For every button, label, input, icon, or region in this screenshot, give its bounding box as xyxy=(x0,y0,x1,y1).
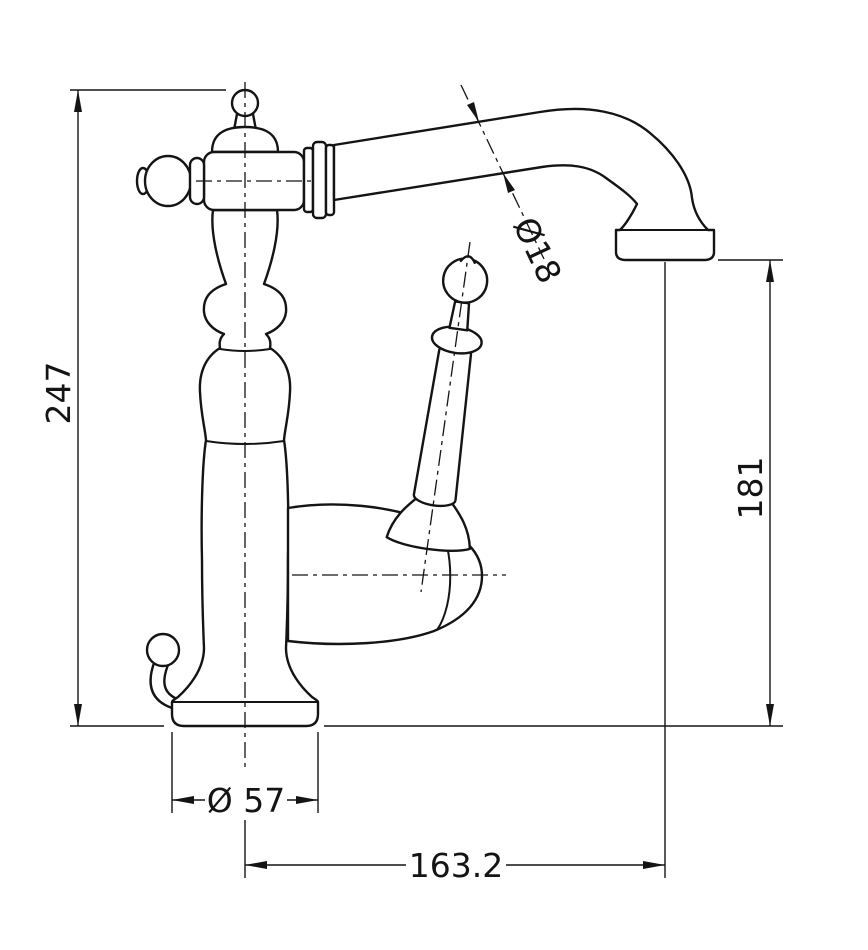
label-outlet-height: 181 xyxy=(731,457,770,520)
handle-axis-centerline xyxy=(420,241,471,593)
left-handle-ball xyxy=(143,154,193,208)
spout-and-outlet xyxy=(332,107,716,262)
column-and-base xyxy=(170,208,320,728)
arrow-181-top xyxy=(766,260,774,282)
arrow-163-right xyxy=(643,861,665,869)
arrow-o57-left xyxy=(172,796,194,804)
faucet-outline xyxy=(135,88,716,728)
arrow-181-bottom xyxy=(766,704,774,726)
label-base-diameter: Ø 57 xyxy=(207,781,285,820)
dimension-overall-height: 247 xyxy=(39,89,226,727)
arrow-o57-right xyxy=(296,796,318,804)
dimension-outlet-height: 181 xyxy=(324,259,783,727)
column-joint-line-upper xyxy=(219,348,271,352)
arrow-o18-upper xyxy=(467,102,479,122)
dimension-reach: 163.2 xyxy=(244,262,666,885)
pull-rod-knob xyxy=(145,632,181,668)
label-bg-163 xyxy=(406,848,506,882)
arrow-247-top xyxy=(74,90,82,112)
handle-skirt xyxy=(385,494,472,552)
arrow-163-left xyxy=(245,861,267,869)
spout-ring-2 xyxy=(311,140,328,220)
label-bg-o57 xyxy=(205,783,287,817)
dimension-base-diameter: Ø 57 xyxy=(171,732,319,820)
arrow-247-bottom xyxy=(74,704,82,726)
spout-ring-1 xyxy=(302,146,315,214)
label-reach: 163.2 xyxy=(409,846,503,885)
label-pipe-diameter: Ø18 xyxy=(505,211,569,289)
label-overall-height: 247 xyxy=(39,362,78,425)
arrow-o18-lower xyxy=(503,173,515,193)
